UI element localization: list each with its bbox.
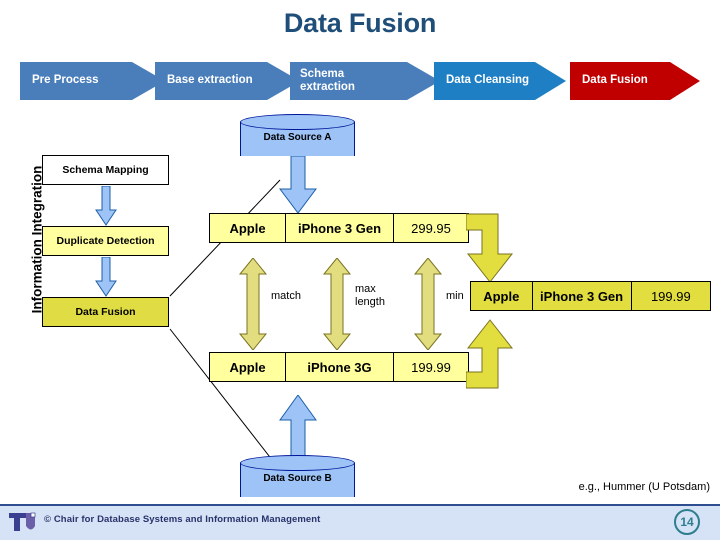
pipeline-step-label: Data Cleansing xyxy=(446,74,530,87)
cylinder-cap xyxy=(240,114,355,130)
fused-tuple-row[interactable]: Apple iPhone 3 Gen 199.99 xyxy=(470,281,711,311)
page-number-badge: 14 xyxy=(674,509,700,535)
leader-line-lower xyxy=(169,328,281,471)
pipeline-step-label: Pre Process xyxy=(32,74,99,87)
pipeline-step-pre-process[interactable]: Pre Process xyxy=(20,62,165,100)
source-attribution-note: e.g., Hummer (U Potsdam) xyxy=(578,481,710,493)
pipeline-step-schema-extraction[interactable]: Schema extraction xyxy=(290,62,440,100)
pipeline-step-data-cleansing[interactable]: Data Cleansing xyxy=(434,62,566,100)
left-box-label: Schema Mapping xyxy=(62,164,149,176)
pipeline-step-label: Base extraction xyxy=(167,74,253,87)
left-box-duplicate-detection[interactable]: Duplicate Detection xyxy=(42,226,169,256)
tuple-cell-manufacturer: Apple xyxy=(471,282,533,310)
data-source-a-cylinder[interactable]: Data Source A xyxy=(240,114,355,158)
pipeline-step-label: Data Fusion xyxy=(582,74,648,87)
double-arrow-icon-min xyxy=(413,258,443,350)
left-box-schema-mapping[interactable]: Schema Mapping xyxy=(42,155,169,185)
cylinder-cap xyxy=(240,455,355,471)
left-box-label: Duplicate Detection xyxy=(56,235,155,247)
tuple-cell-price: 199.99 xyxy=(631,282,710,310)
operator-label-min: min xyxy=(446,290,464,302)
tuple-cell-product: iPhone 3 Gen xyxy=(532,282,632,310)
down-arrow-icon-schema-to-duplicate xyxy=(95,186,117,226)
left-box-label: Data Fusion xyxy=(75,306,136,318)
elbow-arrow-lower-to-fused xyxy=(466,319,514,389)
page-title: Data Fusion xyxy=(283,8,437,38)
footer-copyright: © Chair for Database Systems and Informa… xyxy=(44,514,321,525)
upper-tuple-row[interactable]: Apple iPhone 3 Gen 299.95 xyxy=(209,213,469,243)
data-source-b-cylinder[interactable]: Data Source B xyxy=(240,455,355,499)
elbow-arrow-upper-to-fused xyxy=(466,213,514,283)
tuple-cell-product: iPhone 3G xyxy=(286,353,394,381)
double-arrow-icon-max-length xyxy=(322,258,352,350)
tuple-cell-product: iPhone 3 Gen xyxy=(286,214,394,242)
page-number: 14 xyxy=(680,515,694,529)
tuple-cell-manufacturer: Apple xyxy=(210,214,286,242)
data-source-b-label: Data Source B xyxy=(263,472,332,484)
up-arrow-icon-source-b xyxy=(279,395,317,457)
pipeline-step-base-extraction[interactable]: Base extraction xyxy=(155,62,300,100)
pipeline-step-data-fusion[interactable]: Data Fusion xyxy=(570,62,700,100)
double-arrow-icon-match xyxy=(238,258,268,350)
footer-bar xyxy=(0,504,720,540)
lower-tuple-row[interactable]: Apple iPhone 3G 199.99 xyxy=(209,352,469,382)
down-arrow-icon-duplicate-to-fusion xyxy=(95,257,117,297)
data-source-a-label: Data Source A xyxy=(263,131,332,143)
tu-logo-icon xyxy=(9,512,36,531)
down-arrow-icon-source-a xyxy=(279,156,317,214)
tuple-cell-price: 199.99 xyxy=(394,353,468,381)
tuple-cell-manufacturer: Apple xyxy=(210,353,286,381)
operator-label-max-length: max length xyxy=(355,283,385,308)
left-box-data-fusion[interactable]: Data Fusion xyxy=(42,297,169,327)
pipeline-step-label: Schema extraction xyxy=(300,67,355,93)
operator-label-match: match xyxy=(271,290,301,302)
tuple-cell-price: 299.95 xyxy=(394,214,468,242)
